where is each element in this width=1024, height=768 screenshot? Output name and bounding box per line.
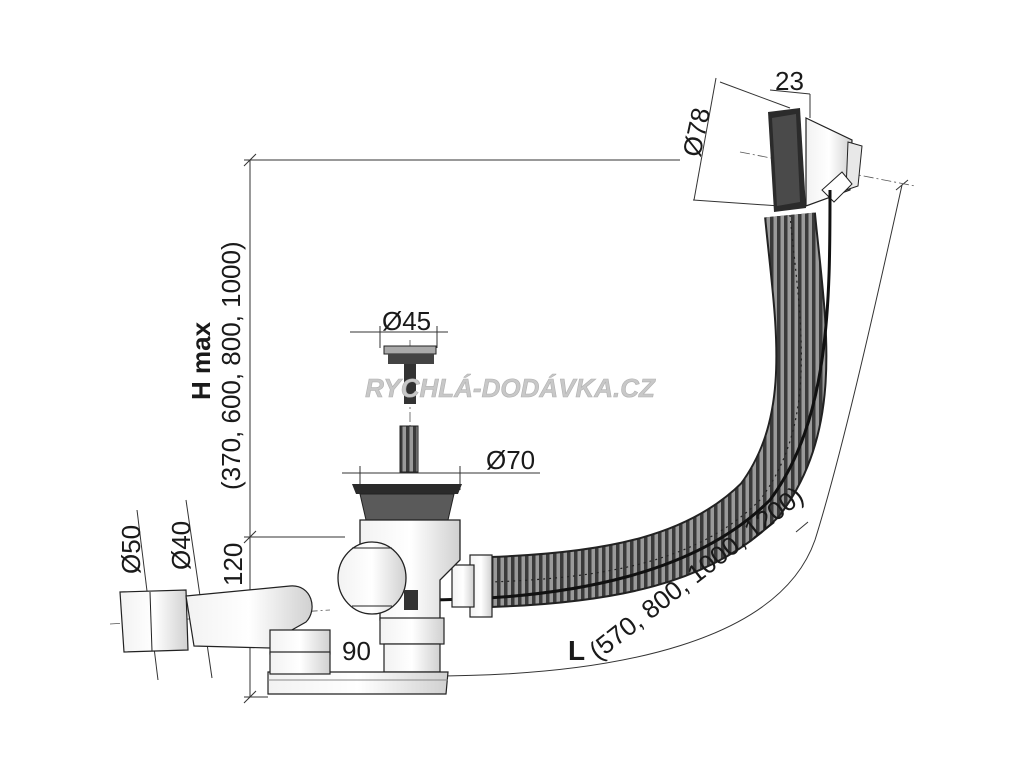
dim-diameter-70: Ø70	[486, 445, 535, 475]
dim-diameter-45: Ø45	[382, 306, 431, 336]
dim-height-120: 120	[218, 543, 248, 586]
pop-up-plug	[383, 345, 437, 473]
h-max-values: (370, 600, 800, 1000)	[216, 241, 246, 490]
overflow-head	[768, 108, 863, 212]
watermark-text: RYCHLÁ-DODÁVKA.CZ	[365, 373, 656, 403]
dim-diameter-50: Ø50	[116, 525, 146, 574]
dim-width-90: 90	[342, 636, 371, 666]
dim-diameter-40: Ø40	[166, 521, 196, 570]
h-max-label: H max	[186, 321, 216, 400]
l-label: L	[568, 635, 585, 666]
flexible-hose	[419, 189, 832, 608]
dim-23: 23	[775, 66, 804, 96]
trap-outlet	[119, 585, 331, 675]
dim-diameter-78: Ø78	[677, 105, 717, 159]
dimension-lines	[136, 77, 909, 704]
waste-body	[267, 484, 462, 695]
hose-coupling	[451, 554, 493, 618]
